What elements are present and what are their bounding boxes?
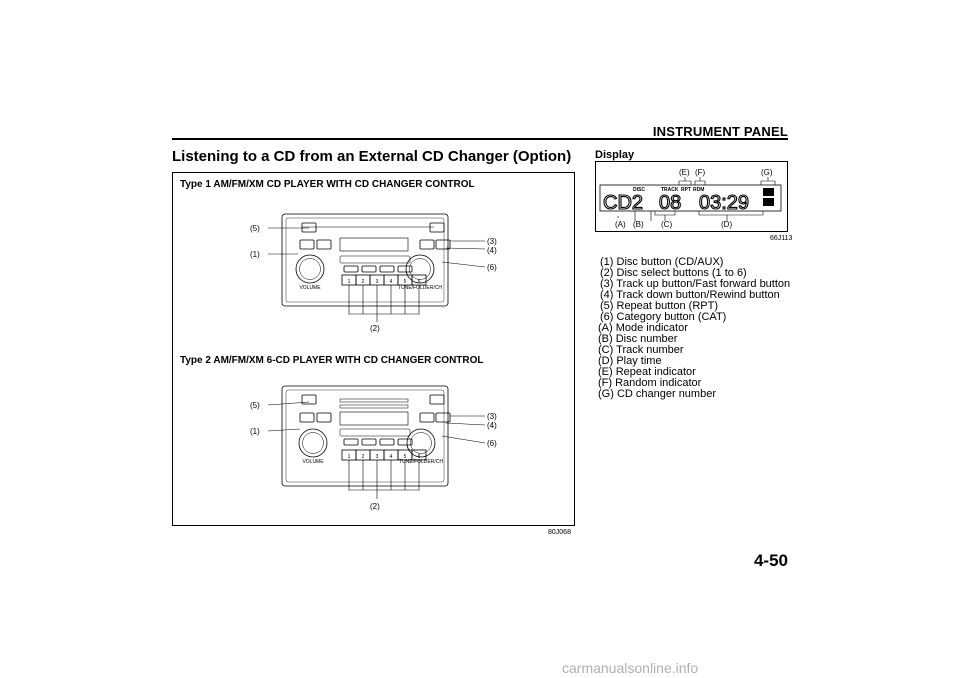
callout-a: (A) [615,220,626,229]
legend-item: (1) Disc button (CD/AUX) [600,256,724,268]
display-code: 66J113 [770,235,793,242]
legend-item: (4) Track down button/Rewind button [600,289,780,301]
indicators-legend: (A) Mode indicator (B) Disc number (C) T… [598,323,716,400]
preset-digit: 6 [418,454,421,460]
preset-digit: 1 [348,279,351,285]
callout-3-type1: (3) [487,237,497,246]
callout-6-type1: (6) [487,263,497,272]
preset-digit: 5 [404,454,407,460]
legend-item: (A) Mode indicator [598,322,688,334]
callout-4-type1: (4) [487,246,497,255]
preset-digit: 3 [376,279,379,285]
radio-illustrations: VOLUME TUNE/FOLDER/CH 1 2 3 4 5 6 (5) (1… [250,213,497,511]
callout-4-type2: (4) [487,421,497,430]
preset-digit: 5 [404,279,407,285]
callout-3-type2: (3) [487,412,497,421]
legend-item: (5) Repeat button (RPT) [600,300,718,312]
legend-item: (G) CD changer number [598,388,716,400]
type2-label: Type 2 AM/FM/XM 6-CD PLAYER WITH CD CHAN… [180,355,484,366]
radio-unit-type2 [281,385,451,487]
legend-item: (C) Track number [598,344,684,356]
header-rule [172,138,788,140]
legend-item: (6) Category button (CAT) [600,311,727,323]
callout-2-type2: (2) [370,502,380,511]
type1-label: Type 1 AM/FM/XM CD PLAYER WITH CD CHANGE… [180,179,475,190]
callout-5-type2: (5) [250,401,260,410]
preset-digit: 3 [376,454,379,460]
disc-label: DISC [633,187,645,193]
tune-knob-label-2: TUNE/FOLDER/CH [399,459,443,465]
legend-item: (F) Random indicator [598,377,702,389]
callout-d: (D) [721,220,732,229]
preset-digit: 2 [362,279,365,285]
display-leader-lines [617,177,776,221]
legend-item: (2) Disc select buttons (1 to 6) [600,267,747,279]
track-segment: 08 [659,192,681,214]
track-label: TRACK [661,187,679,193]
legend-item: (3) Track up button/Fast forward button [600,278,791,290]
callout-2-type1: (2) [370,324,380,333]
leader-lines-type2 [267,401,486,499]
callout-5-type1: (5) [250,224,260,233]
preset-digit: 4 [390,279,393,285]
preset-digit: 4 [390,454,393,460]
callout-c: (C) [661,220,672,229]
display-figure [595,161,788,232]
watermark: carmanualsonline.info [562,660,699,676]
callout-1-type2: (1) [250,427,260,436]
leader-lines-type1 [268,227,486,322]
display-illustration: DISC TRACK RPT RDM CD2 08 03:29 (A) (B) … [599,168,782,229]
rdm-label: RDM [693,187,704,193]
legend-item: (D) Play time [598,355,662,367]
radio-unit-type1 [281,213,451,307]
volume-knob-label-2: VOLUME [302,459,324,465]
figure-code: 80J068 [548,529,571,536]
preset-digit: 1 [348,454,351,460]
time-segment: 03:29 [699,192,749,214]
page-number: 4-50 [753,551,788,570]
section-header: INSTRUMENT PANEL [652,124,788,139]
radio-figure [172,172,575,526]
callout-6-type2: (6) [487,439,497,448]
rpt-label: RPT [681,187,691,193]
display-title: Display [595,149,635,161]
volume-knob-label-1: VOLUME [299,285,321,291]
legend-item: (B) Disc number [598,333,678,345]
callout-b: (B) [633,220,644,229]
preset-digit: 2 [362,454,365,460]
callout-e: (E) [679,168,690,177]
buttons-legend: (1) Disc button (CD/AUX) (2) Disc select… [600,257,790,323]
preset-digit: 6 [418,279,421,285]
mode-segment: CD2 [603,192,643,214]
page-title: Listening to a CD from an External CD Ch… [172,148,572,165]
tune-knob-label-1: TUNE/FOLDER/CH [398,285,442,291]
callout-f: (F) [695,168,706,177]
callout-g: (G) [761,168,773,177]
callout-1-type1: (1) [250,250,260,259]
legend-item: (E) Repeat indicator [598,366,696,378]
